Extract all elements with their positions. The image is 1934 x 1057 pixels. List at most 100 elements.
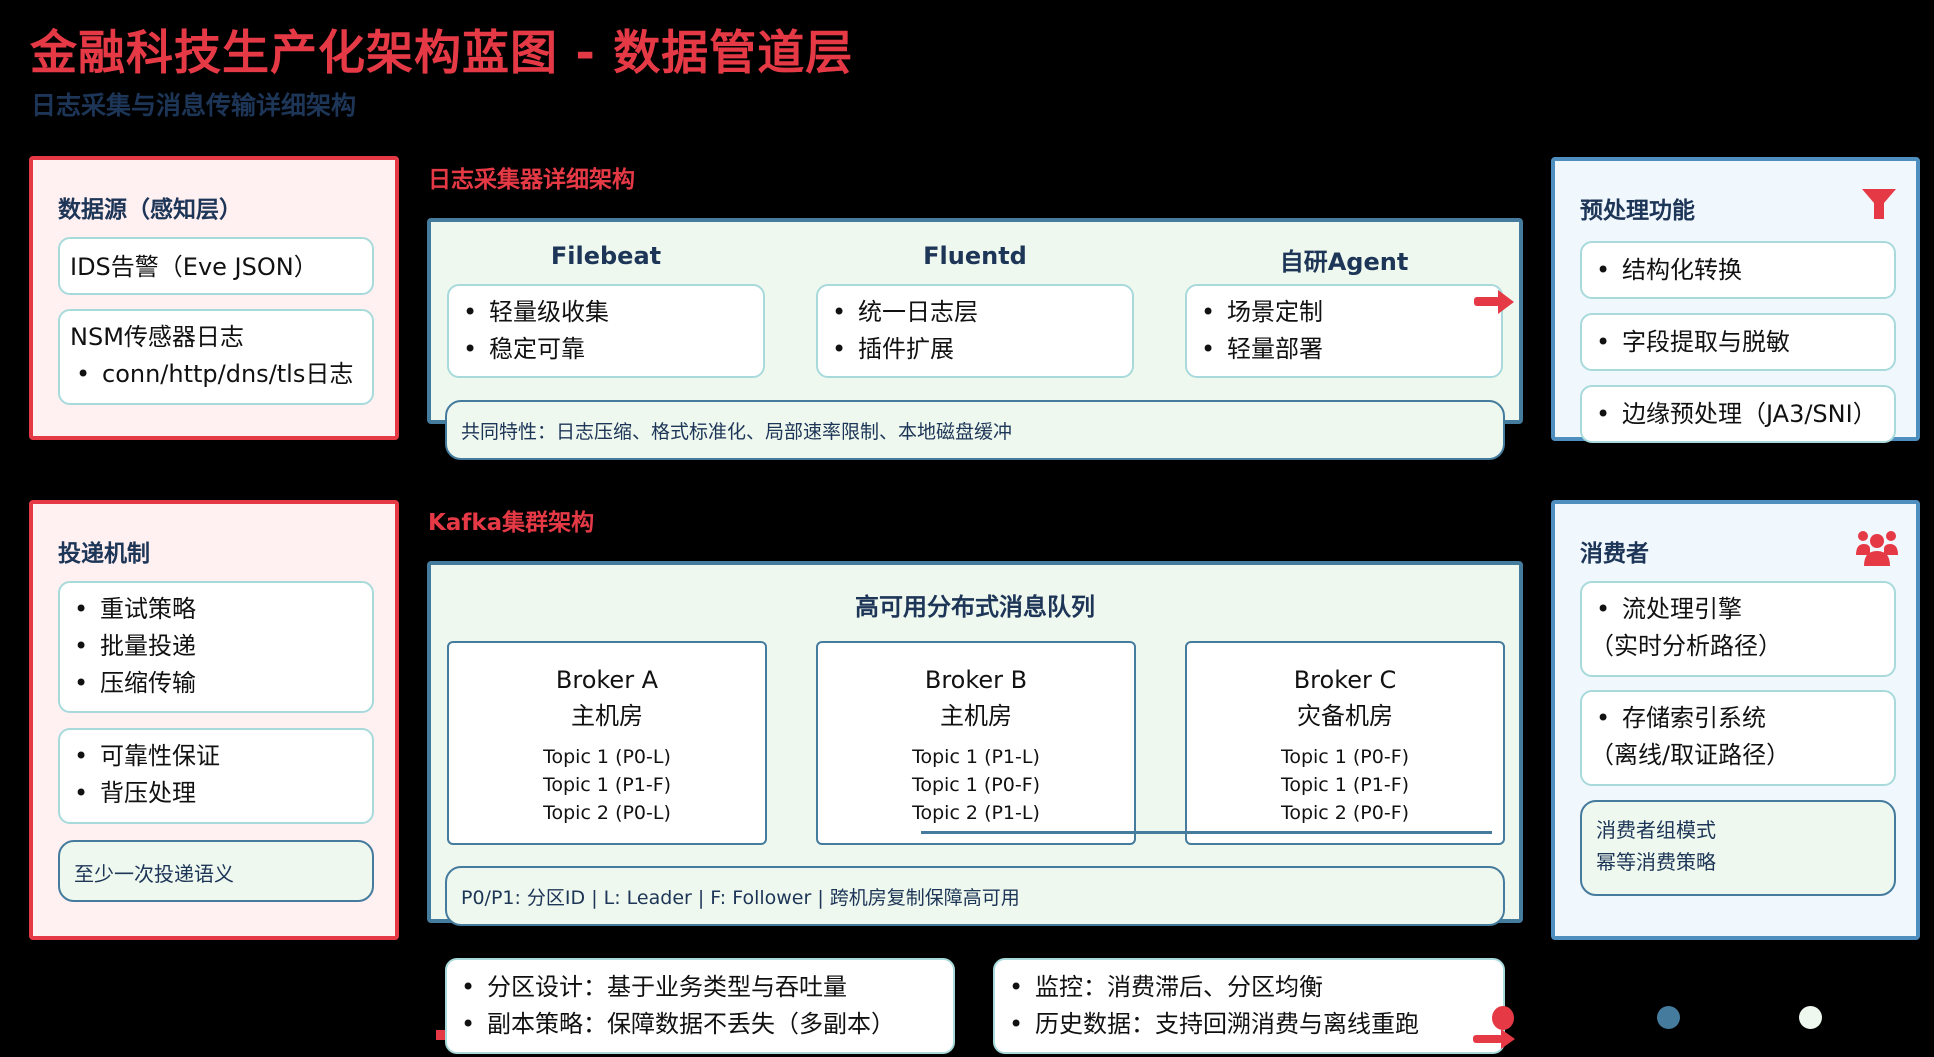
data-source-heading: 数据源（感知层） [58,197,242,223]
bullet: • [74,779,89,807]
bullet: • [74,595,89,623]
broker-name: Broker A [555,666,659,694]
delivery-item: 压缩传输 [100,669,196,697]
preprocess-item-card: •边缘预处理（JA3/SNI） [1580,385,1896,443]
broker-room: 主机房 [571,702,643,730]
delivery-item: 重试策略 [100,595,196,623]
nsm-log-card: NSM传感器日志 • conn/http/dns/tls日志 [58,309,374,405]
delivery-panel: 投递机制 • 重试策略 • 批量投递 • 压缩传输 • 可靠性保证 • 背压处理 至少一次… [29,500,399,940]
broker-a: Broker A 主机房 Topic 1 (P0-L) Topic 1 (P1-… [447,641,767,845]
bullet: • [74,669,89,697]
consumer-card-stream: • 流处理引擎 （实时分析路径） [1580,581,1896,677]
kafka-legend-note: P0/P1: 分区ID | L: Leader | F: Follower | … [445,866,1505,926]
broker-room: 灾备机房 [1297,702,1393,730]
consumers-heading: 消费者 [1580,541,1649,567]
kafka-container: 高可用分布式消息队列 Broker A 主机房 Topic 1 (P0-L) T… [427,561,1523,923]
fluentd-title: Fluentd [923,242,1027,270]
kafka-legend-text: P0/P1: 分区ID | L: Leader | F: Follower | … [461,887,1020,909]
broker-topic: Topic 1 (P1-F) [1280,774,1410,796]
nsm-log-title: NSM传感器日志 [70,323,244,351]
bullet: • [461,1010,476,1038]
ids-alert-card: IDS告警（Eve JSON） [58,237,374,295]
bullet: • [1596,704,1611,732]
bullet: • [832,335,847,363]
delivery-group-card: • 可靠性保证 • 背压处理 [58,728,374,824]
delivery-item: 批量投递 [100,632,196,660]
preprocess-item-card: • 字段提取与脱敏 [1580,313,1896,371]
users-group-icon [1856,529,1898,567]
broker-topic: Topic 1 (P1-L) [912,746,1040,768]
broker-b: Broker B 主机房 Topic 1 (P1-L) Topic 1 (P0-… [816,641,1136,845]
consumer-group-note: 消费者组模式 幂等消费策略 [1580,800,1896,896]
bullet: • [463,298,478,326]
consumer-note-line: 幂等消费策略 [1596,850,1716,874]
fluentd-card: •统一日志层 •插件扩展 [816,284,1134,378]
bullet: • [1596,256,1611,284]
replication-line [921,831,1492,834]
filebeat-item: 轻量级收集 [489,298,609,326]
monitoring-notes-card: •监控：消费滞后、分区均衡 •历史数据：支持回溯消费与离线重跑 [993,958,1505,1054]
preprocess-panel: 预处理功能 • 结构化转换 • 字段提取与脱敏 •边缘预处理（JA3/SNI） [1551,157,1920,443]
kafka-cluster-title: 高可用分布式消息队列 [855,593,1095,621]
bullet: • [1596,328,1611,356]
agent-item: 轻量部署 [1227,335,1323,363]
consumers-panel: 消费者 • 流处理引擎 （实时分析路径） •存储索引系统 （离线/取证路径） 消费… [1551,500,1920,940]
agent-title: 自研Agent [1279,248,1409,276]
arrow-right-icon [1474,290,1514,314]
consumer-title: 流处理引擎 [1622,595,1742,623]
bullet: • [461,973,476,1001]
bullet: • [74,742,89,770]
delivery-item: 可靠性保证 [100,742,220,770]
broker-name: Broker B [924,666,1028,694]
broker-topic: Topic 1 (P0-L) [543,746,671,768]
bullet: • [74,632,89,660]
broker-topic: Topic 1 (P0-F) [1280,746,1410,768]
fluentd-item: 插件扩展 [858,335,954,363]
data-source-panel: 数据源（感知层） IDS告警（Eve JSON） NSM传感器日志 • conn/… [29,156,399,440]
nsm-log-item: conn/http/dns/tls日志 [102,360,354,388]
status-dot-mint [1799,1006,1822,1029]
bullet: • [463,335,478,363]
bullet: • [1201,298,1216,326]
consumer-card-storage: •存储索引系统 （离线/取证路径） [1580,690,1896,786]
preprocess-item: 结构化转换 [1622,256,1742,284]
common-features-text: 共同特性：日志压缩、格式标准化、局部速率限制、本地磁盘缓冲 [461,421,1013,443]
delivery-item: 背压处理 [100,779,196,807]
partition-note: 副本策略：保障数据不丢失（多副本） [487,1010,895,1038]
broker-topic: Topic 1 (P1-F) [542,774,672,796]
delivery-heading: 投递机制 [58,541,150,567]
page-title: 金融科技生产化架构蓝图 - 数据管道层 [30,26,854,81]
bullet: • [1596,595,1611,623]
bullet: • [832,298,847,326]
delivery-semantics-text: 至少一次投递语义 [74,862,234,886]
broker-topic: Topic 2 (P1-L) [912,802,1040,824]
collector-section-label: 日志采集器详细架构 [428,167,635,193]
monitoring-note: 历史数据：支持回溯消费与离线重跑 [1035,1010,1419,1038]
bullet: • [76,360,91,388]
collector-container: Filebeat •轻量级收集 •稳定可靠 Fluentd •统一日志层 •插件… [427,218,1523,424]
preprocess-heading: 预处理功能 [1580,198,1695,224]
filebeat-card: • 轻量级收集 • 稳定可靠 [447,284,765,378]
location-pin-arrow-icon [1473,1005,1515,1053]
broker-name: Broker C [1293,666,1397,694]
partition-notes-card: • 分区设计：基于业务类型与吞吐量 • 副本策略：保障数据不丢失（多副本） [445,958,955,1054]
preprocess-item-card: • 结构化转换 [1580,241,1896,299]
broker-topic: Topic 2 (P0-L) [543,802,671,824]
bullet: • [1596,400,1611,428]
monitoring-note: 监控：消费滞后、分区均衡 [1035,973,1323,1001]
filebeat-item: 稳定可靠 [489,335,585,363]
kafka-section-label: Kafka集群架构 [428,510,595,536]
ids-alert-label: IDS告警（Eve JSON） [70,253,318,281]
bullet: • [1009,1010,1024,1038]
broker-topic: Topic 2 (P0-F) [1280,802,1410,824]
filebeat-title: Filebeat [550,242,662,270]
consumer-sub: （离线/取证路径） [1590,741,1791,769]
bullet: • [1201,335,1216,363]
partition-note: 分区设计：基于业务类型与吞吐量 [487,973,847,1001]
red-marker [436,1030,446,1040]
preprocess-item: 字段提取与脱敏 [1622,328,1790,356]
consumer-sub: （实时分析路径） [1590,632,1782,660]
broker-c: Broker C 灾备机房 Topic 1 (P0-F) Topic 1 (P1… [1185,641,1505,845]
agent-card: •场景定制 •轻量部署 [1185,284,1503,378]
common-features-note: 共同特性：日志压缩、格式标准化、局部速率限制、本地磁盘缓冲 [445,400,1505,460]
